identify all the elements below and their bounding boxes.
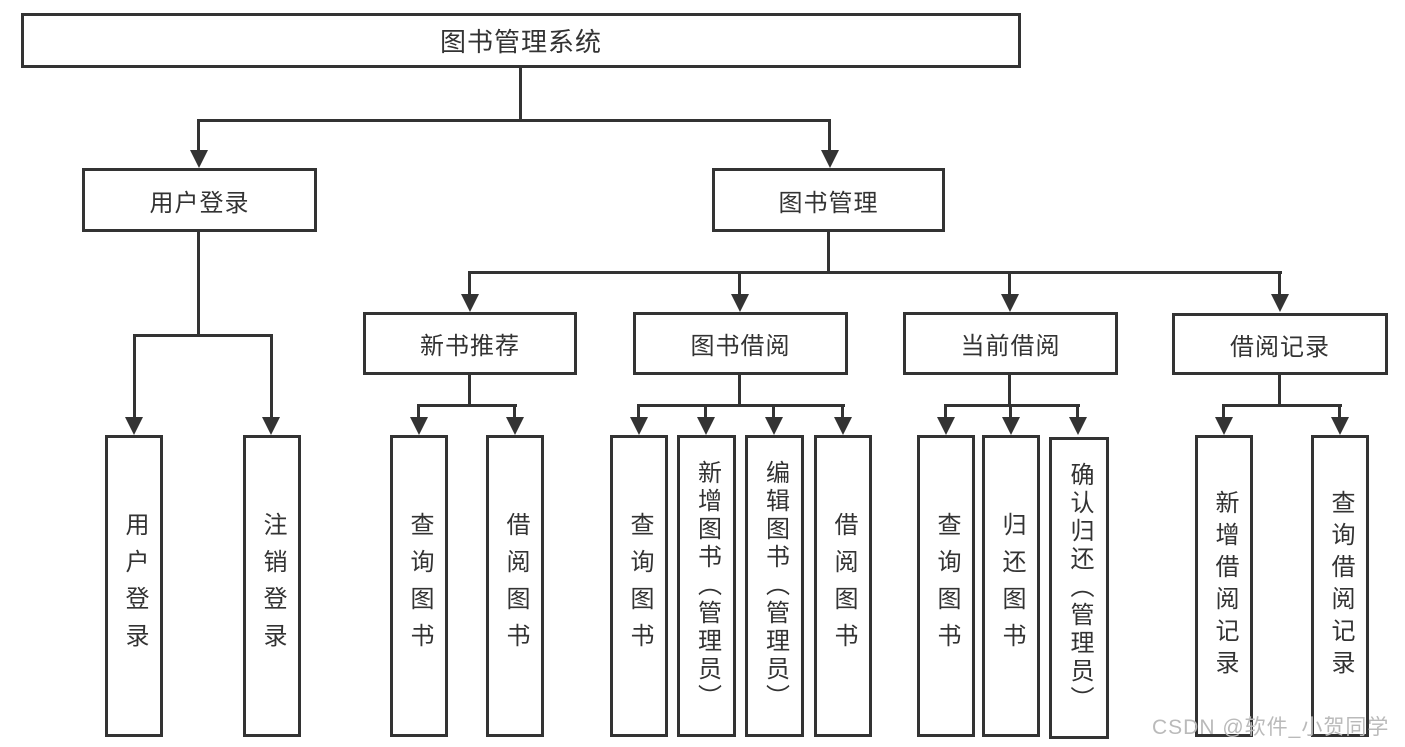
node-label: 图书管理系统	[439, 27, 602, 57]
connector-line	[417, 404, 420, 419]
node-book-borrowing: 图书借阅	[633, 312, 848, 375]
connector-line	[704, 404, 707, 419]
connector-line	[1222, 404, 1225, 419]
node-label: 当前借阅	[960, 333, 1061, 360]
connector-line	[1222, 404, 1342, 407]
connector-line	[1076, 404, 1079, 419]
leaf-br-query-borrow-record: 查询借阅记录	[1311, 435, 1369, 737]
connector-line	[468, 271, 1282, 274]
node-current-borrowing: 当前借阅	[903, 312, 1118, 375]
arrow-down-icon	[834, 417, 852, 435]
node-label: 借阅记录	[1230, 333, 1330, 361]
connector-line	[828, 119, 831, 152]
arrow-down-icon	[125, 417, 143, 435]
connector-line	[133, 334, 273, 337]
leaf-cb-return-books: 归还图书	[982, 435, 1040, 737]
arrow-down-icon	[1271, 294, 1289, 312]
leaf-label: 查询图书	[626, 512, 653, 660]
arrow-down-icon	[1331, 417, 1349, 435]
arrow-down-icon	[262, 417, 280, 435]
connector-line	[827, 232, 830, 274]
connector-line	[133, 334, 136, 419]
leaf-ul-logout: 注销登录	[243, 435, 301, 737]
arrow-down-icon	[697, 417, 715, 435]
connector-line	[1278, 375, 1281, 407]
connector-line	[270, 334, 273, 419]
leaf-label: 归还图书	[998, 512, 1025, 660]
arrow-down-icon	[506, 417, 524, 435]
node-label: 图书管理	[778, 189, 879, 217]
leaf-label: 查询图书	[406, 512, 433, 660]
leaf-bb-borrow-books: 借阅图书	[814, 435, 872, 737]
arrow-down-icon	[1002, 417, 1020, 435]
leaf-cb-confirm-return-admin: 确认归还（管理员）	[1049, 437, 1109, 739]
arrow-down-icon	[1069, 417, 1087, 435]
node-label: 用户登录	[149, 189, 250, 217]
arrow-down-icon	[821, 150, 839, 168]
leaf-label: 注销登录	[259, 512, 286, 660]
connector-line	[637, 404, 640, 419]
node-new-book-recommendation: 新书推荐	[363, 312, 577, 375]
connector-line	[738, 375, 741, 407]
leaf-label: 查询借阅记录	[1327, 490, 1354, 682]
connector-line	[1278, 271, 1281, 296]
leaf-label: 确认归还（管理员）	[1066, 462, 1093, 714]
connector-line	[841, 404, 844, 419]
node-label: 图书借阅	[690, 333, 791, 360]
connector-line	[738, 271, 741, 296]
connector-line	[637, 404, 845, 407]
leaf-label: 查询图书	[933, 512, 960, 660]
arrow-down-icon	[937, 417, 955, 435]
node-user-login: 用户登录	[82, 168, 317, 232]
arrow-down-icon	[461, 294, 479, 312]
arrow-down-icon	[731, 294, 749, 312]
connector-line	[1009, 404, 1012, 419]
arrow-down-icon	[765, 417, 783, 435]
connector-line	[519, 68, 522, 122]
connector-line	[772, 404, 775, 419]
connector-line	[468, 271, 471, 296]
connector-line	[417, 404, 517, 407]
arrow-down-icon	[630, 417, 648, 435]
leaf-label: 借阅图书	[502, 512, 529, 660]
arrow-down-icon	[1001, 294, 1019, 312]
leaf-bb-add-books-admin: 新增图书（管理员）	[677, 435, 736, 737]
leaf-label: 用户登录	[121, 512, 148, 660]
leaf-bb-query-books: 查询图书	[610, 435, 668, 737]
node-label: 新书推荐	[420, 333, 520, 360]
connector-line	[1008, 271, 1011, 296]
connector-line	[197, 119, 200, 152]
leaf-bb-edit-books-admin: 编辑图书（管理员）	[745, 435, 804, 737]
arrow-down-icon	[410, 417, 428, 435]
connector-line	[1008, 375, 1011, 407]
connector-line	[197, 232, 200, 337]
node-borrowing-records: 借阅记录	[1172, 313, 1388, 375]
connector-line	[468, 375, 471, 407]
connector-line	[1338, 404, 1341, 419]
leaf-cb-query-books: 查询图书	[917, 435, 975, 737]
connector-line	[197, 119, 831, 122]
connector-line	[944, 404, 947, 419]
leaf-br-add-borrow-record: 新增借阅记录	[1195, 435, 1253, 737]
leaf-label: 借阅图书	[830, 512, 857, 660]
connector-line	[513, 404, 516, 419]
node-library-system: 图书管理系统	[21, 13, 1021, 68]
leaf-ul-user-login: 用户登录	[105, 435, 163, 737]
node-book-management: 图书管理	[712, 168, 945, 232]
arrow-down-icon	[1215, 417, 1233, 435]
connector-line	[944, 404, 1080, 407]
csdn-watermark: CSDN @软件_小贺同学	[1152, 716, 1390, 739]
leaf-label: 新增图书（管理员）	[693, 460, 721, 712]
leaf-nb-borrow-books: 借阅图书	[486, 435, 544, 737]
leaf-nb-query-books: 查询图书	[390, 435, 448, 737]
arrow-down-icon	[190, 150, 208, 168]
leaf-label: 编辑图书（管理员）	[761, 460, 789, 712]
leaf-label: 新增借阅记录	[1211, 490, 1238, 682]
